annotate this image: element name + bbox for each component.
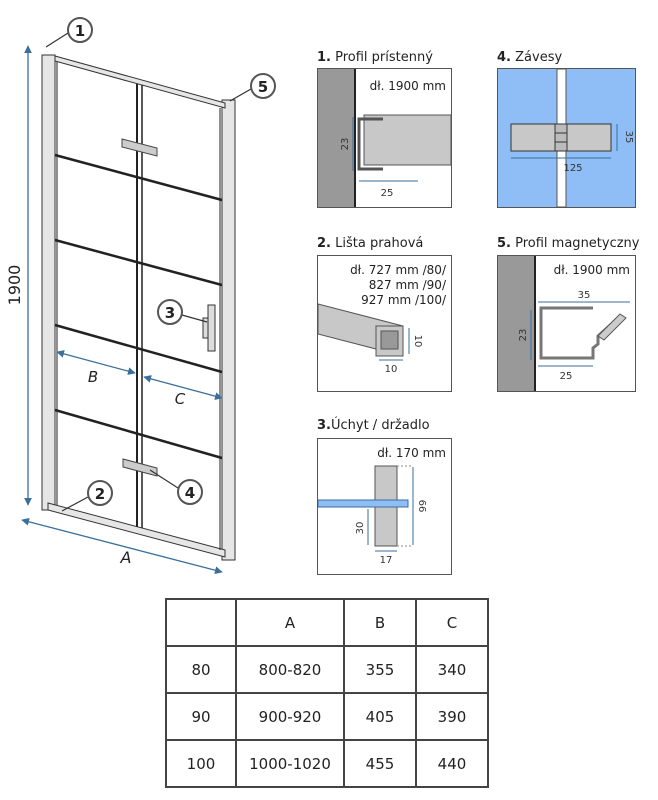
callout-3: 3 — [157, 299, 183, 325]
callout-leaders — [45, 32, 252, 512]
width-label-a: A — [120, 548, 132, 567]
svg-text:23: 23 — [340, 138, 351, 151]
panel-2-lengths: dł. 727 mm /80/827 mm /90/927 mm /100/ — [350, 263, 446, 307]
table-header-row: A B C — [165, 598, 489, 647]
svg-text:10: 10 — [385, 364, 398, 375]
callout-2: 2 — [87, 480, 113, 506]
panel-hinges: 35 125 — [497, 68, 636, 208]
panel-5-title: 5. Profil magnetyczny — [497, 236, 640, 251]
svg-text:17: 17 — [380, 555, 393, 566]
panel-1-length: dł. 1900 mm — [369, 79, 446, 93]
dimension-lines — [21, 45, 223, 575]
svg-text:66: 66 — [416, 500, 427, 513]
panel-2-title: 2. Lišta prahová — [317, 236, 424, 251]
svg-text:35: 35 — [623, 131, 634, 144]
panel-5-length: dł. 1900 mm — [553, 263, 630, 277]
panel-1-title: 1. Profil prístenný — [317, 50, 433, 65]
panel-3-length: dł. 170 mm — [377, 446, 446, 460]
door-drawing: 1900 A B C 1 2 3 4 5 — [5, 17, 276, 575]
svg-text:30: 30 — [355, 522, 366, 535]
handle — [202, 304, 216, 352]
svg-text:35: 35 — [578, 290, 591, 301]
callout-5: 5 — [250, 73, 276, 99]
svg-text:1: 1 — [75, 22, 85, 40]
dim-label-b: B — [88, 368, 98, 386]
svg-text:3: 3 — [165, 304, 175, 322]
callouts: 1 2 3 4 5 — [67, 17, 276, 506]
callout-4: 4 — [177, 479, 203, 505]
svg-text:23: 23 — [518, 329, 529, 342]
svg-text:2: 2 — [95, 485, 105, 503]
svg-text:25: 25 — [560, 371, 573, 382]
svg-text:4: 4 — [185, 484, 195, 502]
panel-handle: 66 30 17 dł. 170 mm — [317, 438, 452, 575]
panel-4-title: 4. Závesy — [497, 50, 563, 65]
svg-text:125: 125 — [563, 163, 582, 174]
svg-text:25: 25 — [381, 188, 394, 199]
callout-1: 1 — [67, 17, 93, 43]
panel-3-title: 3.Úchyt / držadlo — [317, 418, 430, 433]
hinges — [121, 138, 158, 477]
panel-threshold: 10 10 dł. 727 mm /80/827 mm /90/927 mm /… — [317, 255, 452, 392]
glass-bars — [54, 62, 223, 550]
panel-magnetic-profile: 35 23 25 dł. 1900 mm — [497, 255, 636, 392]
panel-wall-profile: 23 25 dł. 1900 mm — [317, 68, 452, 208]
height-label: 1900 — [5, 265, 24, 306]
door-frame — [41, 54, 236, 561]
svg-text:10: 10 — [412, 335, 423, 348]
svg-text:5: 5 — [258, 78, 268, 96]
dim-label-c: C — [175, 390, 186, 408]
